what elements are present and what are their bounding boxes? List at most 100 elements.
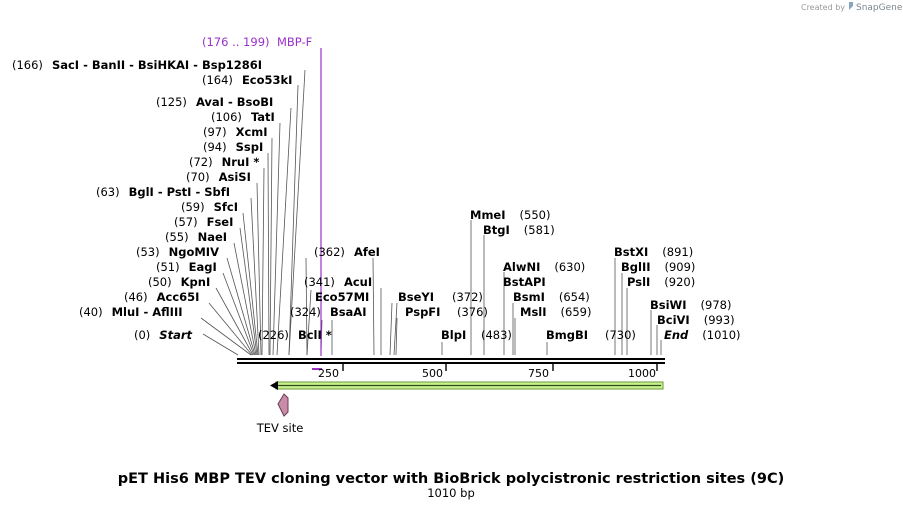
svg-text:BstXI(891): BstXI(891) <box>614 245 693 259</box>
enzyme-name: MluI - AflIII <box>112 305 183 319</box>
enzyme-name: Eco57MI <box>315 290 369 304</box>
site-position: (125) <box>156 95 187 109</box>
svg-text:(59)SfcI: (59)SfcI <box>181 200 238 214</box>
map-title: pET His6 MBP TEV cloning vector with Bio… <box>118 471 784 487</box>
enzyme-name: BclI * <box>298 328 332 342</box>
enzyme-name: NgoMIV <box>169 245 219 259</box>
svg-text:(164)Eco53kI: (164)Eco53kI <box>202 73 292 87</box>
site-position: (46) <box>124 290 148 304</box>
enzyme-name: BsaAI <box>330 305 367 319</box>
svg-text:(341)AcuI: (341)AcuI <box>304 275 372 289</box>
site-position: (40) <box>79 305 103 319</box>
enzyme-name: XcmI <box>236 125 268 139</box>
tev-site-icon <box>277 393 289 417</box>
site-position: (550) <box>520 208 551 222</box>
svg-text:(362)AfeI: (362) AfeI <box>314 245 380 259</box>
svg-text:(324)BsaAI: (324) BsaAI <box>290 305 367 319</box>
enzyme-name: SspI <box>236 140 264 154</box>
site-position: (1010) <box>702 328 740 342</box>
svg-text:AlwNI(630): AlwNI (630) <box>503 260 585 274</box>
svg-text:(51)EagI: (51) EagI <box>156 260 217 274</box>
enzyme-name: Acc65I <box>157 290 200 304</box>
site-position: (70) <box>186 170 210 184</box>
enzyme-name: AlwNI <box>503 260 540 274</box>
enzyme-name: Start <box>159 328 192 342</box>
site-position: (57) <box>174 215 198 229</box>
site-position: (483) <box>481 328 512 342</box>
enzyme-name: End <box>664 328 689 342</box>
site-position: (164) <box>202 73 233 87</box>
primer-name: MBP-F <box>277 35 312 49</box>
site-position: (97) <box>203 125 227 139</box>
svg-text:(50)KpnI: (50) KpnI <box>148 275 210 289</box>
site-position: (654) <box>559 290 590 304</box>
leader-lines <box>200 69 662 356</box>
site-position: (978) <box>701 298 732 312</box>
site-position: (891) <box>662 245 693 259</box>
enzyme-name: AvaI - BsoBI <box>196 95 273 109</box>
primer-range: (176 .. 199) <box>202 35 270 49</box>
enzyme-name: TatI <box>251 110 275 124</box>
feature-label: TEV site <box>256 421 304 435</box>
enzyme-name: SacI - BanII - BsiHKAI - Bsp1286I <box>52 58 262 72</box>
svg-text:BsiWI(978): BsiWI(978) <box>650 298 731 312</box>
svg-text:(46)Acc65I: (46) Acc65I <box>124 290 199 304</box>
site-position: (372) <box>452 290 483 304</box>
site-position: (920) <box>664 275 695 289</box>
enzyme-name: EagI <box>189 260 217 274</box>
site-position: (53) <box>136 245 160 259</box>
enzyme-name: PspFI <box>405 305 440 319</box>
enzyme-name: BstAPI <box>503 275 546 289</box>
svg-text:(57)FseI: (57) FseI <box>174 215 233 229</box>
svg-text:MmeI(550): MmeI (550) <box>470 208 550 222</box>
enzyme-name: MmeI <box>470 208 506 222</box>
site-position: (51) <box>156 260 180 274</box>
snapgene-logo-icon <box>849 2 853 10</box>
svg-text:BglII(909): BglII (909) <box>621 260 695 274</box>
enzyme-name: BseYI <box>398 290 434 304</box>
site-position: (730) <box>605 328 636 342</box>
enzyme-name: AfeI <box>354 245 380 259</box>
credit-prefix: Created by <box>801 3 845 12</box>
site-position: (50) <box>148 275 172 289</box>
site-position: (581) <box>524 223 555 237</box>
ruler-ticks <box>342 364 658 371</box>
enzyme-name: KpnI <box>181 275 211 289</box>
ruler-tick-label: 250 <box>318 367 339 380</box>
site-position: (362) <box>314 245 345 259</box>
enzyme-name: BlpI <box>441 328 466 342</box>
svg-text:(125)AvaI - BsoBI: (125) AvaI - BsoBI <box>156 95 273 109</box>
enzyme-name: FseI <box>207 215 234 229</box>
site-position: (376) <box>457 305 488 319</box>
svg-text:(226)BclI *: (226) BclI * <box>258 328 332 342</box>
enzyme-name: BsmI <box>513 290 545 304</box>
svg-text:(106)TatI: (106) TatI <box>211 110 275 124</box>
site-position: (324) <box>290 305 321 319</box>
svg-text:End(1010): End (1010) <box>664 328 741 342</box>
svg-text:(53)NgoMIV: (53) NgoMIV <box>136 245 219 259</box>
site-position: (909) <box>665 260 696 274</box>
enzyme-name: BglII <box>621 260 651 274</box>
svg-text:(97)XcmI: (97) XcmI <box>203 125 268 139</box>
enzyme-name: BciVI <box>657 313 690 327</box>
svg-text:BtgI(581): BtgI(581) <box>483 223 555 237</box>
site-position: (63) <box>96 185 120 199</box>
credit-brand: SnapGene <box>856 3 903 13</box>
enzyme-name: AsiSI <box>219 170 251 184</box>
svg-text:(63)BglI - PstI - SbfI: (63)BglI - PstI - SbfI <box>96 185 230 199</box>
map-length: 1010 bp <box>427 486 475 500</box>
enzyme-name: SfcI <box>214 200 238 214</box>
site-position: (659) <box>561 305 592 319</box>
site-position: (166) <box>12 58 43 72</box>
svg-text:(70)AsiSI: (70) AsiSI <box>186 170 251 184</box>
svg-text:PslI(920): PslI(920) <box>627 275 695 289</box>
site-position: (226) <box>258 328 289 342</box>
enzyme-name: NruI * <box>222 155 260 169</box>
svg-text:(94)SspI: (94) SspI <box>203 140 263 154</box>
enzyme-name: AcuI <box>344 275 372 289</box>
site-position: (106) <box>211 110 242 124</box>
site-position: (55) <box>165 230 189 244</box>
site-position: (630) <box>554 260 585 274</box>
site-position: (94) <box>203 140 227 154</box>
